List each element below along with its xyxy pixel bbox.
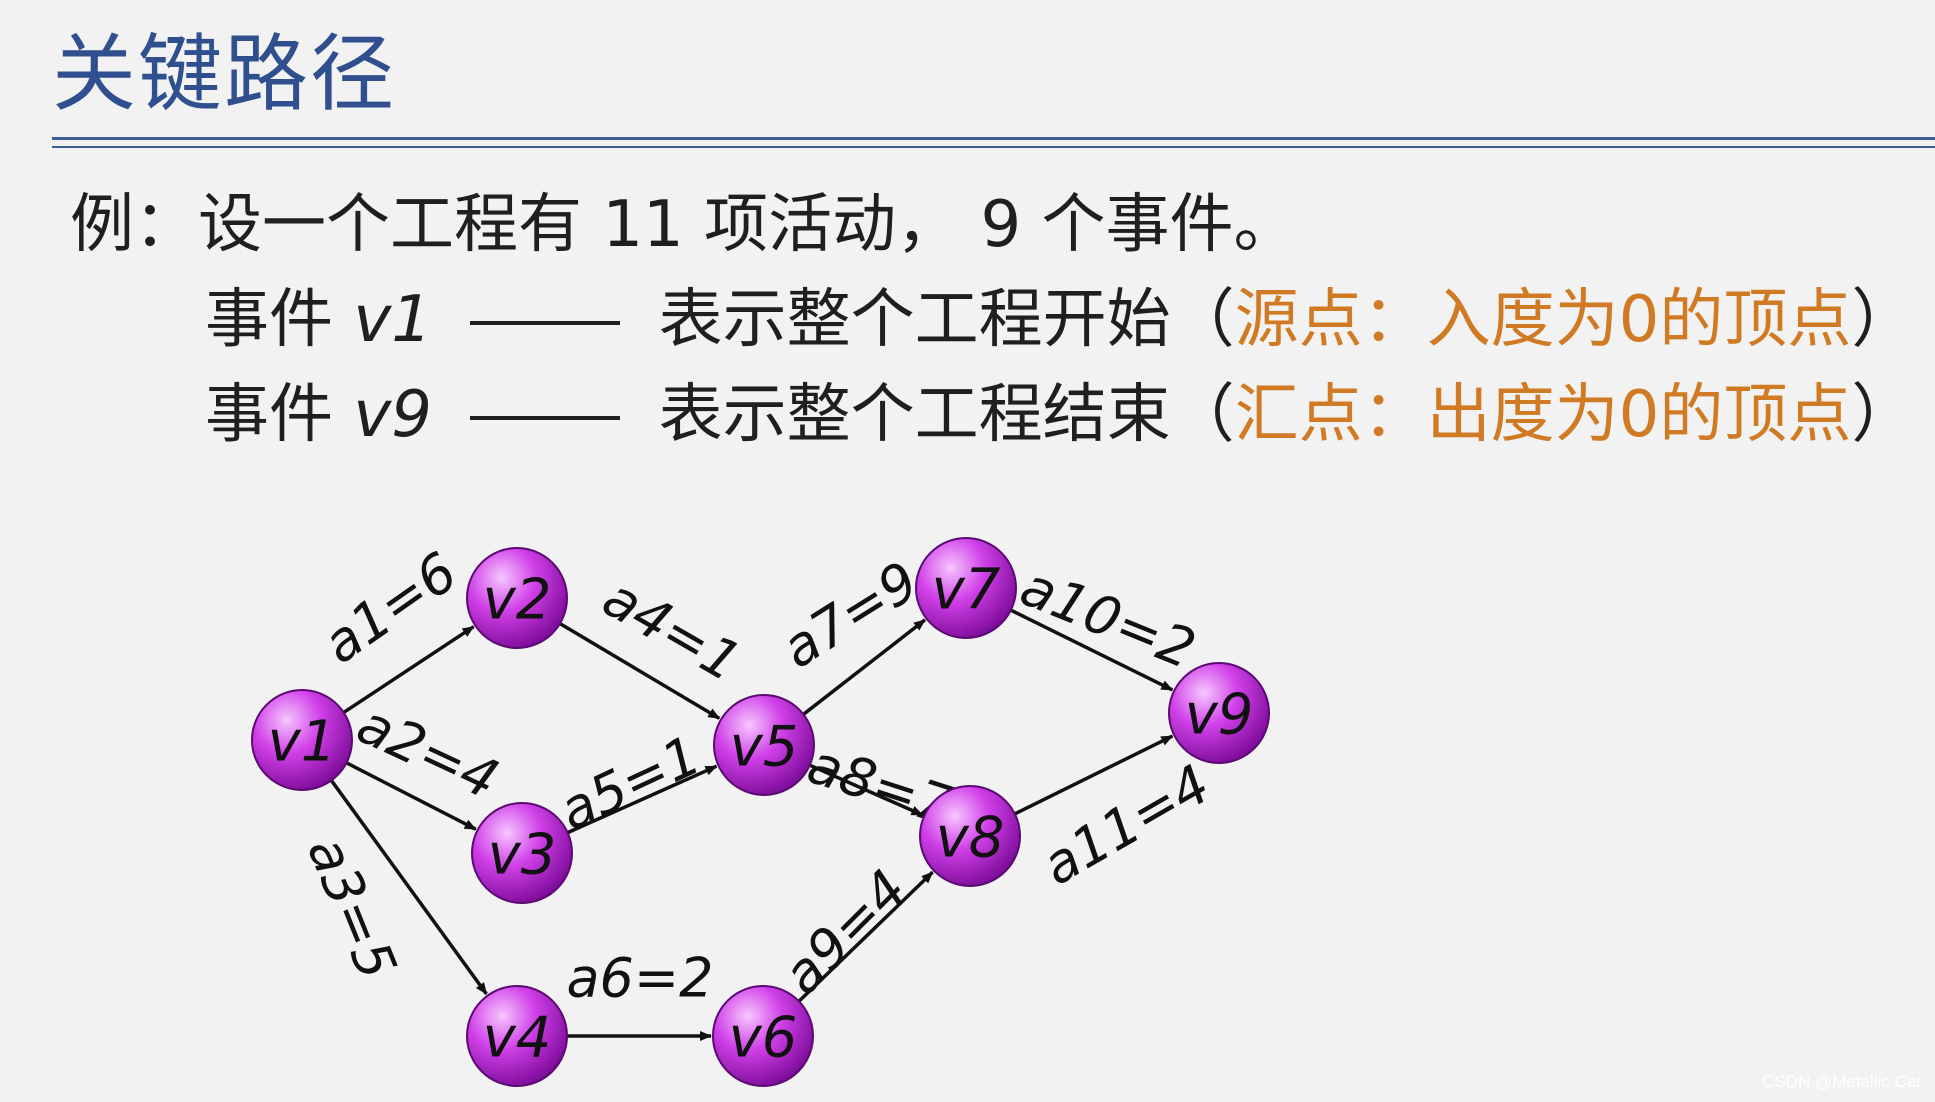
edge-label-a10: a10=2 <box>1012 555 1204 681</box>
start-event-label: 事件 <box>205 283 333 357</box>
edge-a7 <box>802 618 927 716</box>
node-circle-v9 <box>1168 662 1270 764</box>
intro-prefix: 例： <box>70 188 198 262</box>
end-event-label: 事件 <box>205 378 333 452</box>
end-event-open-paren: （ <box>1170 378 1235 452</box>
edge-a8 <box>809 763 924 817</box>
node-v4: v4 <box>466 985 568 1087</box>
edge-label-a9: a9=4 <box>771 858 920 1007</box>
node-label-v2: v2 <box>483 568 552 633</box>
node-v9: v9 <box>1168 662 1270 764</box>
start-event-open-paren: （ <box>1170 283 1235 357</box>
node-circle-v8 <box>919 785 1021 887</box>
end-event-line: 事件 v9 表示整个工程结束（汇点：出度为0的顶点） <box>205 380 1915 450</box>
edge-a10 <box>1010 608 1174 692</box>
edge-a11 <box>1014 734 1174 816</box>
edge-a4 <box>559 622 721 720</box>
node-label-v8: v8 <box>936 806 1005 871</box>
edge-label-a5: a5=1 <box>550 723 710 842</box>
node-label-v1: v1 <box>268 710 337 775</box>
edge-a3 <box>329 779 488 995</box>
end-event-vertex: v9 <box>353 378 432 452</box>
node-v7: v7 <box>915 537 1017 639</box>
title-rule-top <box>52 137 1935 140</box>
start-event-line: 事件 v1 表示整个工程开始（源点：入度为0的顶点） <box>205 285 1915 355</box>
node-label-v3: v3 <box>488 823 557 888</box>
edge-a1 <box>342 625 475 714</box>
slide-title: 关键路径 <box>52 25 397 123</box>
node-circle-v1 <box>251 689 353 791</box>
node-circle-v2 <box>466 547 568 649</box>
node-v5: v5 <box>713 694 815 796</box>
end-event-desc: 表示整个工程结束 <box>658 378 1171 452</box>
node-v1: v1 <box>251 689 353 791</box>
end-event-note: 汇点：出度为0的顶点 <box>1234 378 1852 452</box>
edge-label-a7: a7=9 <box>771 549 929 680</box>
edge-a2 <box>345 761 477 831</box>
start-event-vertex: v1 <box>353 283 432 357</box>
node-circle-v4 <box>466 985 568 1087</box>
node-circle-v5 <box>713 694 815 796</box>
node-v3: v3 <box>471 802 573 904</box>
node-label-v5: v5 <box>730 715 799 780</box>
node-v6: v6 <box>712 985 814 1087</box>
node-label-v4: v4 <box>483 1006 552 1071</box>
edge-label-a1: a1=6 <box>312 540 469 676</box>
edge-label-a4: a4=1 <box>593 566 752 694</box>
edge-a9 <box>797 870 934 1003</box>
node-circle-v3 <box>471 802 573 904</box>
nodes-layer: v1 v2 v3 v4 v5 v6 v7 v8 v9 <box>251 537 1270 1087</box>
end-event-dash <box>470 416 621 421</box>
edge-label-a2: a2=4 <box>348 692 508 811</box>
node-circle-v6 <box>712 985 814 1087</box>
start-event-close-paren: ） <box>1851 283 1916 357</box>
start-event-dash <box>470 321 621 326</box>
node-v8: v8 <box>919 785 1021 887</box>
edge-a5 <box>566 764 718 835</box>
start-event-desc: 表示整个工程开始 <box>658 283 1171 357</box>
node-circle-v7 <box>915 537 1017 639</box>
title-rule-bottom <box>52 146 1935 148</box>
end-event-close-paren: ） <box>1851 378 1916 452</box>
start-event-note: 源点：入度为0的顶点 <box>1234 283 1852 357</box>
intro-line: 例：设一个工程有 11 项活动， 9 个事件。 <box>70 190 1298 260</box>
edge-label-a11: a11=4 <box>1032 752 1221 897</box>
node-label-v9: v9 <box>1185 683 1254 748</box>
edge-label-a3: a3=5 <box>295 828 409 988</box>
intro-text: 设一个工程有 11 项活动， 9 个事件。 <box>198 188 1298 262</box>
edge-label-a6: a6=2 <box>566 947 713 1010</box>
node-label-v6: v6 <box>729 1006 798 1071</box>
node-v2: v2 <box>466 547 568 649</box>
watermark: CSDN @Metallic Cat <box>1762 1072 1921 1091</box>
node-label-v7: v7 <box>932 558 1001 623</box>
